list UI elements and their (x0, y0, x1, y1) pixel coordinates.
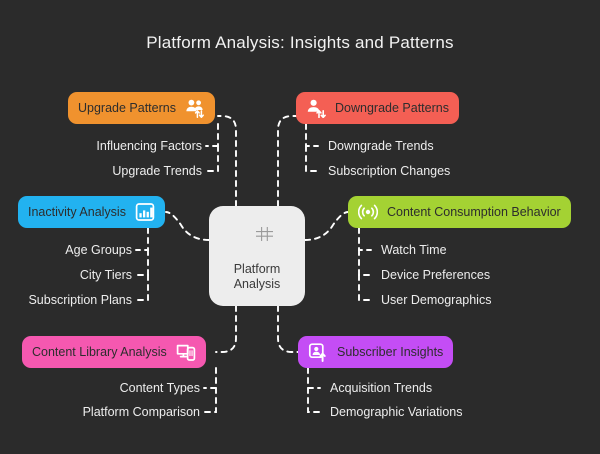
edge-content-consumption-behavior-leaf-0 (358, 227, 372, 251)
desktop-dashboard-icon (238, 226, 273, 249)
edge-center-content-consumption-behavior (304, 211, 349, 241)
edge-content-library-analysis-leaf-1 (203, 387, 217, 413)
leaf-content-types: Content Types (119, 381, 200, 395)
leaf-downgrade-trends: Downgrade Trends (328, 139, 434, 153)
edge-subscriber-insights-leaf-0 (307, 367, 321, 389)
edge-center-upgrade-patterns (217, 115, 237, 207)
edge-content-consumption-behavior-leaf-2 (358, 274, 372, 301)
edge-center-content-library-analysis (215, 305, 237, 353)
leaf-watch-time: Watch Time (381, 243, 447, 257)
user-updown-arrows-icon (307, 99, 326, 118)
edge-content-library-analysis-leaf-0 (203, 367, 217, 389)
node-content-consumption-behavior[interactable]: Content Consumption Behavior (348, 196, 571, 228)
node-label-upgrade-patterns: Upgrade Patterns (78, 101, 176, 115)
leaf-subscription-changes: Subscription Changes (328, 164, 451, 178)
center-node-label: Platform Analysis (233, 261, 281, 291)
edge-inactivity-analysis-leaf-0 (135, 227, 149, 251)
leaf-subscription-plans: Subscription Plans (28, 293, 132, 307)
leaf-device-preferences: Device Preferences (381, 268, 491, 282)
edge-subscriber-insights-leaf-1 (307, 387, 321, 413)
node-label-subscriber-insights: Subscriber Insights (337, 345, 444, 359)
bar-chart-icon (135, 203, 155, 221)
leaf-user-demographics: User Demographics (381, 293, 492, 307)
leaf-demographic-variations: Demographic Variations (330, 405, 463, 419)
edge-upgrade-patterns-leaf-0 (205, 123, 219, 147)
node-upgrade-patterns[interactable]: Upgrade Patterns (68, 92, 215, 124)
node-label-content-consumption-behavior: Content Consumption Behavior (387, 205, 561, 219)
leaf-upgrade-trends: Upgrade Trends (112, 164, 202, 178)
leaf-city-tiers: City Tiers (79, 268, 132, 282)
leaf-age-groups: Age Groups (65, 243, 132, 257)
broadcast-signal-icon (358, 204, 378, 220)
node-label-downgrade-patterns: Downgrade Patterns (335, 101, 449, 115)
leaf-acquisition-trends: Acquisition Trends (330, 381, 433, 395)
leaf-platform-comparison: Platform Comparison (82, 405, 200, 419)
edge-upgrade-patterns-leaf-1 (205, 145, 219, 172)
edge-inactivity-analysis-leaf-1 (135, 249, 149, 276)
node-downgrade-patterns[interactable]: Downgrade Patterns (296, 92, 459, 124)
edge-center-subscriber-insights (277, 305, 299, 353)
edge-downgrade-patterns-leaf-1 (305, 145, 319, 172)
edge-downgrade-patterns-leaf-0 (305, 123, 319, 147)
node-label-inactivity-analysis: Inactivity Analysis (28, 205, 126, 219)
center-node[interactable]: Platform Analysis (209, 206, 305, 306)
edge-inactivity-analysis-leaf-2 (135, 274, 149, 301)
devices-monitor-phone-icon (176, 344, 196, 361)
page-title: Platform Analysis: Insights and Patterns (146, 33, 454, 52)
node-content-library-analysis[interactable]: Content Library Analysis (22, 336, 206, 368)
leaf-influencing-factors: Influencing Factors (96, 139, 202, 153)
node-subscriber-insights[interactable]: Subscriber Insights (298, 336, 454, 368)
edge-center-downgrade-patterns (277, 115, 297, 207)
users-updown-arrows-icon (186, 99, 204, 118)
edge-content-consumption-behavior-leaf-1 (358, 249, 372, 276)
node-inactivity-analysis[interactable]: Inactivity Analysis (18, 196, 165, 228)
node-label-content-library-analysis: Content Library Analysis (32, 345, 167, 359)
edge-center-inactivity-analysis (165, 211, 210, 241)
user-card-up-arrow-icon (308, 343, 326, 362)
